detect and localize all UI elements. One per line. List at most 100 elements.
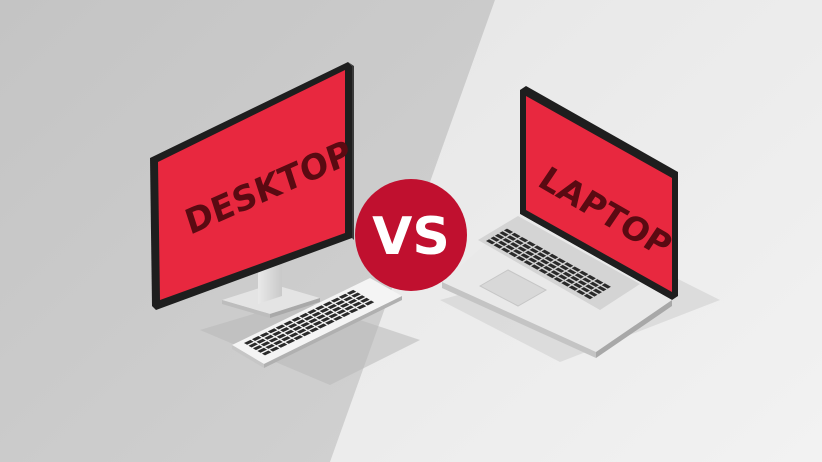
laptop-keyboard-key <box>541 249 551 255</box>
laptop-keyboard-key <box>550 270 560 276</box>
desktop-keyboard-key <box>269 346 280 352</box>
laptop-keyboard-key <box>552 260 562 266</box>
desktop-keyboard-key <box>301 331 311 337</box>
laptop-keyboard-key <box>574 273 584 279</box>
laptop-base-right-edge <box>596 300 672 358</box>
desktop-keyboard-key <box>283 320 294 326</box>
laptop-keyboard-key <box>594 279 604 285</box>
desktop-keyboard-key <box>317 323 327 329</box>
laptop-keyboard-key <box>526 241 536 247</box>
desktop-keyboard-key <box>273 340 283 346</box>
desktop-keyboard-key <box>338 293 349 299</box>
desktop-keyboard-key <box>333 315 343 321</box>
laptop-keyboard-key <box>561 281 571 287</box>
laptop-keyboard-key <box>510 242 520 248</box>
laptop-keyboard-keys <box>486 228 611 300</box>
laptop-keyboard-key <box>555 267 565 273</box>
laptop-keyboard-key <box>601 283 611 289</box>
laptop-keyboard-key <box>543 266 553 272</box>
laptop-keyboard-key <box>531 264 541 270</box>
desktop-keyboard-key <box>340 312 351 317</box>
laptop-keyboard-key <box>553 277 563 283</box>
desktop-keyboard <box>232 278 402 368</box>
laptop-keyboard-key <box>529 248 539 254</box>
laptop-keyboard-key <box>558 274 568 280</box>
laptop-keyboard-key <box>490 236 500 242</box>
laptop-keyboard-key <box>565 278 575 284</box>
desktop-keyboard-key <box>285 338 296 344</box>
laptop-keyboard-key <box>528 257 538 263</box>
desktop-keyboard-key <box>324 310 334 316</box>
desktop-keyboard-keys <box>244 289 375 356</box>
desktop-keyboard-key <box>312 320 323 326</box>
desktop-computer: DESKTOP <box>150 62 420 385</box>
desktop-keyboard-edge-right <box>264 296 402 368</box>
desktop-keyboard-key <box>315 305 325 311</box>
laptop-keyboard-key <box>573 282 583 289</box>
desktop-keyboard-key <box>364 300 375 306</box>
laptop-keyboard-key <box>588 291 598 297</box>
desktop-keyboard-key <box>336 309 346 315</box>
laptop-keyboard-key <box>534 245 544 251</box>
vs-badge-circle <box>355 179 467 291</box>
desktop-keyboard-key <box>320 317 331 322</box>
laptop-keyboard-key <box>583 293 593 300</box>
laptop-keyboard-key <box>562 271 572 278</box>
laptop-keyboard-key <box>592 288 602 294</box>
laptop-keyboard-key <box>513 249 523 255</box>
desktop-keyboard-key <box>293 335 304 341</box>
laptop-screen <box>526 96 672 292</box>
laptop-keyboard-key <box>503 228 514 234</box>
desktop-keyboard-key <box>316 314 326 320</box>
desktop-keyboard-key <box>352 301 362 307</box>
desktop-keyboard-key <box>272 331 282 336</box>
laptop-keyboard-key <box>522 243 532 250</box>
laptop-keyboard-key <box>547 263 557 269</box>
desktop-keyboard-key <box>259 332 270 338</box>
laptop-keyboard-key <box>582 277 592 283</box>
desktop-keyboard-key <box>300 322 310 328</box>
laptop-keyboard-key <box>520 253 530 259</box>
desktop-keyboard-edge <box>232 345 264 368</box>
desktop-keyboard-key <box>328 313 339 319</box>
desktop-keyboard-key <box>308 318 318 324</box>
desktop-keyboard-key <box>251 336 262 341</box>
desktop-keyboard-key <box>346 289 357 295</box>
desktop-keyboard-key <box>257 347 267 353</box>
desktop-keyboard-key <box>304 324 315 330</box>
desktop-keyboard-key <box>343 296 353 302</box>
laptop-keyboard-key <box>546 272 556 279</box>
laptop-keyboard-key <box>564 262 574 268</box>
laptop-trackpad <box>478 269 548 307</box>
laptop-keyboard-key <box>501 247 511 253</box>
desktop-keyboard-key <box>281 336 291 342</box>
laptop-keyboard-key <box>568 285 578 291</box>
desktop-keyboard-key <box>323 301 333 307</box>
laptop-keyboard-key <box>540 259 550 265</box>
laptop-keyboard-key <box>549 253 559 260</box>
vs-badge-label: VS <box>372 207 450 267</box>
laptop-keyboard-key <box>567 269 577 275</box>
laptop-keyboard-key <box>508 251 518 258</box>
desktop-keyboard-key <box>277 342 288 348</box>
vs-badge: VS <box>355 179 467 291</box>
laptop-keyboard-key <box>576 289 586 295</box>
laptop-keyboard-key <box>532 254 542 261</box>
laptop-keyboard-key <box>517 246 527 252</box>
laptop-keyboard-key <box>577 280 587 286</box>
laptop-keyboard-key <box>570 276 580 282</box>
desktop-keyboard-key <box>261 350 272 356</box>
desktop-keyboard-key <box>289 332 299 338</box>
desktop-keyboard-key <box>256 338 266 344</box>
laptop-keyboard-key <box>556 258 566 264</box>
desktop-keyboard-key <box>330 297 341 303</box>
desktop-keyboard-key <box>252 345 263 351</box>
desktop-keyboard-key <box>303 315 314 321</box>
laptop-keyboard-key <box>538 268 548 274</box>
desktop-keyboard-key <box>267 328 278 334</box>
desktop-keyboard-key <box>327 304 338 309</box>
laptop-keyboard-key <box>498 240 508 246</box>
laptop-keyboard-key <box>514 239 524 245</box>
desktop-keyboard-key <box>291 316 301 322</box>
